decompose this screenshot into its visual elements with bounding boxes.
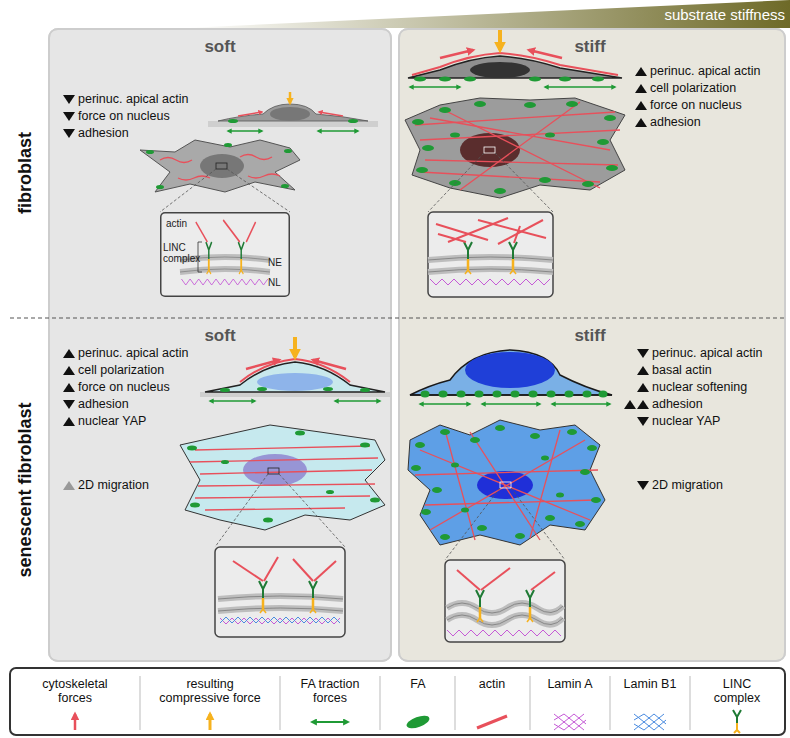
trend-triangle [635,118,647,127]
legend-frame [455,676,456,730]
legend-label: Lamin B1 [615,677,685,691]
legend-sample [574,714,586,724]
trend-triangle [637,400,649,409]
legend-sample [405,713,431,731]
condition-panel: soft perinuc. apical actin force on nucleu… [48,28,392,318]
stiffness-wedge [185,0,790,28]
trend-triangle [624,400,636,409]
panel-heading: stiff [540,326,640,345]
stiffness-wedge [185,0,790,28]
trend-item: force on nucleus [78,380,228,395]
trend-item: perinuc. apical actin [78,92,228,107]
trend-triangle [63,400,75,409]
legend-sample [644,714,664,730]
trend-triangle [637,383,649,392]
trend-item: nuclear softening [652,380,784,395]
trend-item: nuclear YAP [652,414,784,429]
inset-label: NE [268,257,288,268]
trend-triangle [635,84,647,93]
trend-triangle [637,417,649,426]
trend-item: perinuc. apical actin [652,346,784,361]
trend-item: perinuc. apical actin [78,346,228,361]
legend-label: resulting compressive force [150,677,270,705]
trend-item: adhesion [650,115,785,130]
legend-sample [644,714,664,730]
row-label: fibroblast [14,23,36,323]
condition-panel: stiff perinuc. apical actin basal actin nuc… [398,318,786,662]
legend-frame [690,676,691,730]
trend-item: basal actin [652,363,784,378]
condition-panel: stiff perinuc. apical actin cell polarizat… [398,28,786,318]
legend-sample [733,710,741,723]
trend-item: cell polarization [650,81,785,96]
trend-triangle [63,481,75,490]
legend-sample [634,714,654,730]
trend-triangle [635,67,647,76]
nuclear-envelope-inset: actinLINC complexNE NL [160,212,290,297]
legend-frame [610,676,611,730]
legend-frame [280,676,281,730]
legend-sample [634,724,644,730]
legend-frame [140,676,141,730]
legend-sample [634,714,654,730]
legend-sample [554,714,574,730]
trend-item: force on nucleus [78,109,228,124]
legend-label: LINC complex [710,677,765,705]
trend-triangle [63,383,75,392]
legend-sample [574,720,586,730]
trend-triangle [635,101,647,110]
legend-sample [554,714,564,720]
legend-sample [564,714,584,730]
legend-sample [554,714,574,730]
trend-item: adhesion [78,397,228,412]
legend-sample [654,720,666,730]
trend-item: 2D migration [652,478,784,493]
panel-heading: soft [170,326,270,345]
legend-frame [530,676,531,730]
legend-label: actin [462,677,522,691]
axis-label: substrate stiffness [630,6,785,23]
trend-triangle [637,481,649,490]
legend-sample [734,723,740,733]
condition-panel: softperinuc. apical actin cell polarizati… [48,318,392,662]
legend-frame [10,668,785,735]
trend-item: nuclear YAP [78,414,228,429]
panel-heading: stiff [540,37,640,56]
trend-triangle [63,129,75,138]
legend-label: FA [388,677,448,691]
trend-triangle [63,366,75,375]
legend-frame [380,676,381,730]
trend-item: force on nucleus [650,98,785,113]
panel-heading: soft [170,37,270,56]
trend-item: 2D migration [78,478,188,493]
legend-label: Lamin A [535,677,605,691]
legend-sample [634,714,644,720]
legend-sample [74,714,77,730]
legend-sample [554,724,564,730]
legend-sample [654,714,666,724]
legend-label: cytoskeletal forces [35,677,115,705]
legend-label: FA traction forces [290,677,370,705]
trend-triangle [63,349,75,358]
legend-sample [312,721,348,723]
legend-frame [10,668,785,735]
trend-item: adhesion [652,397,784,412]
trend-triangle [63,417,75,426]
trend-triangle [63,112,75,121]
trend-item: perinuc. apical actin [650,64,785,79]
trend-triangle [63,95,75,104]
trend-triangle [637,349,649,358]
row-label: senescent fibroblast [14,340,36,640]
legend-sample [477,716,507,728]
inset-label: NL [268,277,288,288]
inset-label: actin [166,218,206,229]
legend-sample [564,714,584,730]
trend-item: cell polarization [78,363,228,378]
trend-triangle [637,366,649,375]
trend-item: adhesion [78,126,228,141]
inset-label: LINC complex [163,242,197,264]
legend-sample [209,714,212,730]
